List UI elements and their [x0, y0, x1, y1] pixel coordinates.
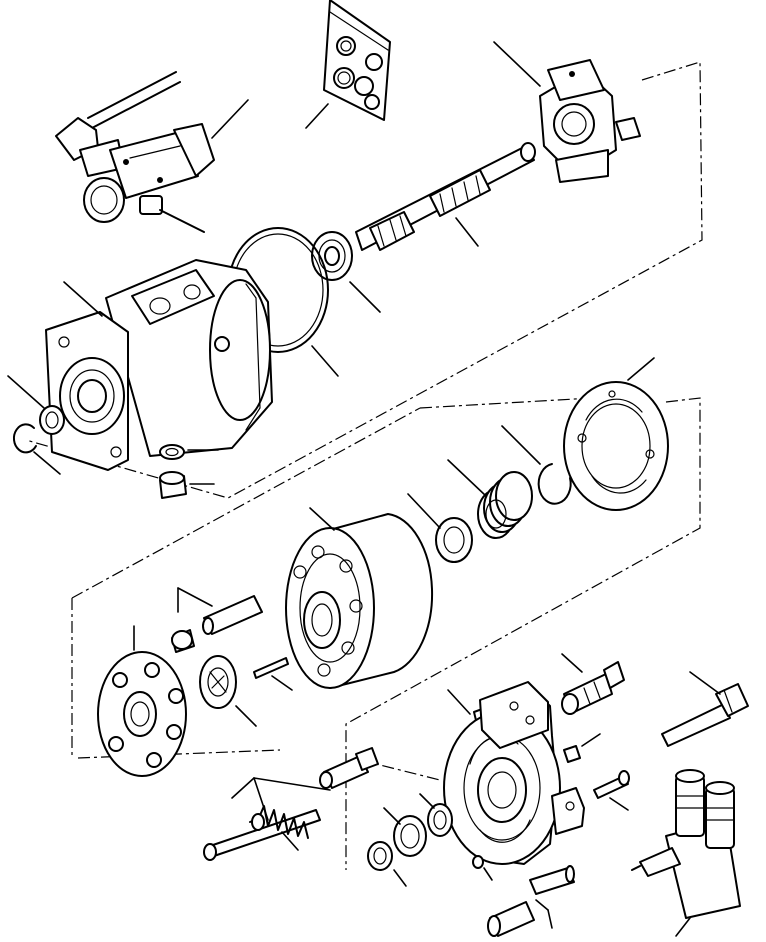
- drain-plug: [159, 471, 215, 499]
- drive-shaft: [355, 142, 536, 251]
- long-pin: [661, 671, 749, 747]
- seal-kit-packet: [305, 0, 391, 129]
- pin: [253, 657, 293, 691]
- cylinder-bushing: [199, 655, 257, 727]
- dowel-pin-short: [487, 899, 553, 937]
- compensator-valve: [631, 769, 741, 937]
- relief-spring: [249, 805, 309, 851]
- snap-ring: [501, 425, 572, 505]
- assembly-guide-lines: [25, 61, 703, 870]
- spring-washer: [407, 493, 473, 563]
- ball-bearing: [311, 231, 381, 313]
- shaft-seal-left: [7, 375, 65, 435]
- cylinder-block: [285, 507, 434, 689]
- control-valve: [55, 71, 249, 233]
- retaining-ring-left: [12, 423, 61, 475]
- small-o-ring: [472, 855, 493, 881]
- lower-shim: [367, 841, 407, 887]
- relief-valve-cartridge: [231, 747, 379, 821]
- pressure-sensor: [561, 653, 625, 715]
- cover-bolt: [593, 770, 630, 811]
- piston-slipper: [171, 629, 195, 653]
- swash-plate-yoke: [493, 41, 641, 183]
- lower-bearing: [383, 807, 427, 857]
- cylinder-spring: [447, 459, 533, 539]
- piston-pin: [177, 587, 263, 635]
- small-plug: [563, 733, 601, 763]
- dowel-pin-long: [529, 865, 575, 895]
- pump-housing: [45, 259, 273, 471]
- valve-plate: [563, 357, 669, 511]
- drain-plug-seal: [159, 444, 219, 460]
- end-cover: [443, 681, 585, 865]
- lower-seal: [419, 793, 453, 837]
- retainer-plate: [97, 625, 187, 777]
